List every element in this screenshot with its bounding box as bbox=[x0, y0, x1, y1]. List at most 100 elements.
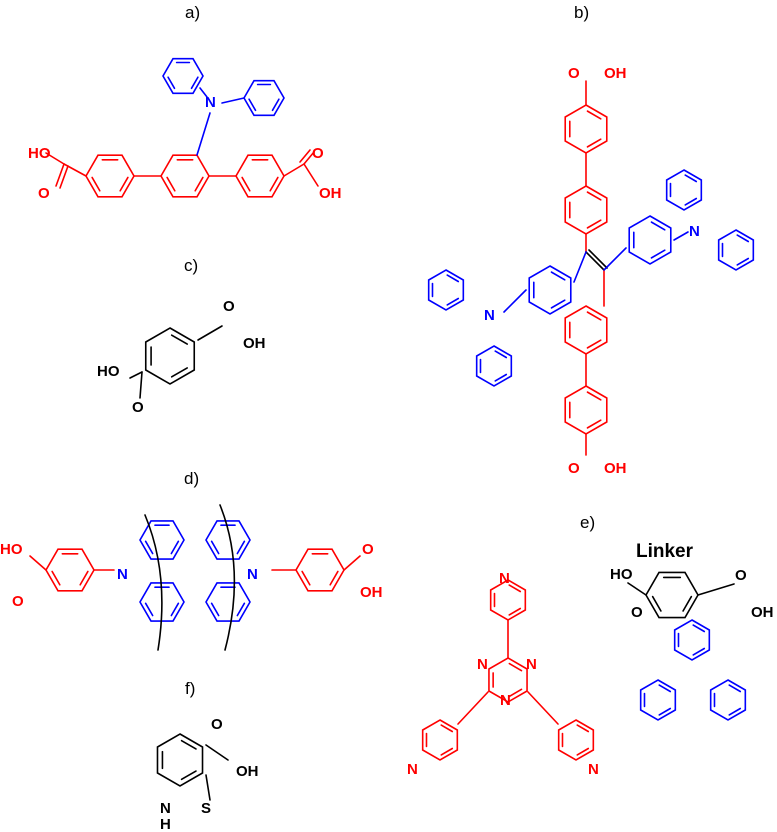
d-acr-3 bbox=[205, 520, 251, 560]
a-ph-right-double-bond bbox=[271, 98, 280, 112]
b-tpa-right bbox=[628, 215, 672, 265]
e-linker-ring-double-bond bbox=[651, 595, 662, 612]
b-tpa-left bbox=[528, 265, 572, 315]
f-ring-double-bond bbox=[180, 739, 197, 750]
c-ho: HO bbox=[97, 363, 120, 380]
b-n bbox=[503, 289, 527, 313]
b-ph-l2 bbox=[475, 345, 513, 387]
e-py-right bbox=[557, 719, 595, 761]
e-triazine-double-bond bbox=[508, 688, 523, 698]
b-ph-l2-double-bond bbox=[494, 373, 508, 382]
b-link bbox=[573, 251, 587, 283]
b-tpa-left-double-bond bbox=[550, 271, 566, 281]
d-ring-left-double-bond bbox=[51, 570, 61, 586]
d-o-left: O bbox=[12, 593, 24, 610]
c-ring-double-bond bbox=[170, 334, 189, 345]
panel-a-label: a) bbox=[185, 3, 200, 22]
a-ring-right-double-bond bbox=[241, 176, 251, 192]
d-cooh bbox=[29, 555, 47, 571]
b-oh-bottom: OH bbox=[604, 460, 627, 477]
c-ring bbox=[144, 327, 196, 385]
d-o-right: O bbox=[362, 541, 374, 558]
a-n: N bbox=[205, 94, 216, 111]
b-ring-2-double-bond bbox=[586, 219, 602, 229]
f-ring-double-bond bbox=[180, 770, 197, 781]
d-ring-left-double-bond bbox=[79, 570, 89, 586]
b-tpa-right-double-bond bbox=[650, 249, 666, 259]
c-cooh-o bbox=[139, 371, 143, 399]
f-ring bbox=[156, 733, 204, 787]
e-tp-3-double-bond bbox=[728, 707, 742, 716]
c-o-top: O bbox=[223, 298, 235, 315]
a-ring-right bbox=[235, 154, 285, 198]
a-ph-left bbox=[162, 57, 204, 95]
a-n-bond bbox=[196, 112, 211, 156]
d-n-left: N bbox=[117, 566, 128, 583]
d-acr-4 bbox=[205, 582, 251, 622]
e-triazine-n2: N bbox=[526, 656, 537, 673]
d-ring-right-double-bond bbox=[329, 570, 339, 586]
b-o-bottom: O bbox=[568, 460, 580, 477]
c-cooh bbox=[129, 371, 143, 379]
a-cooh-o bbox=[303, 151, 315, 165]
a-cooh-o2 bbox=[299, 149, 311, 163]
e-triazine bbox=[488, 657, 528, 703]
panel-b-label: b) bbox=[574, 3, 589, 22]
f-cooh bbox=[205, 744, 229, 761]
b-n-right: N bbox=[689, 223, 700, 240]
f-s: S bbox=[201, 800, 211, 817]
a-n-ph bbox=[199, 87, 208, 98]
c-cooh bbox=[197, 325, 223, 341]
a-o-left: O bbox=[38, 185, 50, 202]
d-ring-right-double-bond bbox=[301, 570, 311, 586]
e-py-top-double-bond bbox=[508, 584, 522, 593]
a-ring-right-double-bond bbox=[269, 176, 279, 192]
a-oh: OH bbox=[319, 185, 342, 202]
d-acr-4-double-bond bbox=[210, 602, 220, 617]
b-ph-l1-double-bond bbox=[446, 297, 460, 306]
e-triazine-double-bond bbox=[508, 662, 523, 672]
a-ho: HO bbox=[28, 145, 51, 162]
d-acr-3-double-bond bbox=[210, 540, 220, 555]
d-ho: HO bbox=[0, 541, 23, 558]
f-n: N bbox=[160, 800, 171, 817]
e-py-right-double-bond bbox=[576, 724, 590, 733]
b-tpa-left-double-bond bbox=[550, 299, 566, 309]
e-o-left: O bbox=[631, 604, 643, 621]
a-ring-left bbox=[85, 154, 135, 198]
b-ring-3-double-bond bbox=[586, 339, 602, 349]
d-acr-3-double-bond bbox=[236, 540, 246, 555]
a-ph-right-double-bond bbox=[248, 98, 257, 112]
b-alkene bbox=[585, 251, 605, 271]
e-tp-2-double-bond bbox=[658, 684, 672, 693]
a-ring-left-double-bond bbox=[119, 176, 129, 192]
panel-f-label: f) bbox=[185, 679, 195, 698]
e-ho: HO bbox=[610, 566, 633, 583]
d-acr-2 bbox=[139, 582, 185, 622]
c-o-bottom: O bbox=[132, 399, 144, 416]
panel-c-label: c) bbox=[184, 256, 198, 275]
e-py-n-top: N bbox=[499, 570, 510, 587]
e-cooh bbox=[627, 582, 647, 596]
b-ring-2-double-bond bbox=[586, 191, 602, 201]
e-triazine-n1: N bbox=[477, 656, 488, 673]
d-acr-2-double-bond bbox=[144, 602, 154, 617]
e-py-left bbox=[421, 719, 459, 761]
e-link bbox=[527, 691, 559, 725]
b-ring-4 bbox=[564, 385, 608, 435]
d-acr-1 bbox=[139, 520, 185, 560]
d-ring-left bbox=[45, 548, 95, 592]
b-ph-r2-double-bond bbox=[736, 234, 750, 243]
b-tpa-right-double-bond bbox=[650, 221, 666, 231]
b-ph-r2 bbox=[717, 229, 755, 271]
panel-e-label: e) bbox=[580, 513, 595, 532]
b-link bbox=[603, 247, 627, 271]
a-ph-left-double-bond bbox=[167, 76, 176, 90]
e-o-right: O bbox=[735, 567, 747, 584]
a-cooh-oh bbox=[303, 163, 319, 187]
d-cooh bbox=[343, 555, 361, 571]
b-ring-2 bbox=[564, 185, 608, 235]
linker-title: Linker bbox=[636, 541, 694, 562]
e-py-right-double-bond bbox=[576, 747, 590, 756]
d-ring-right bbox=[295, 548, 345, 592]
